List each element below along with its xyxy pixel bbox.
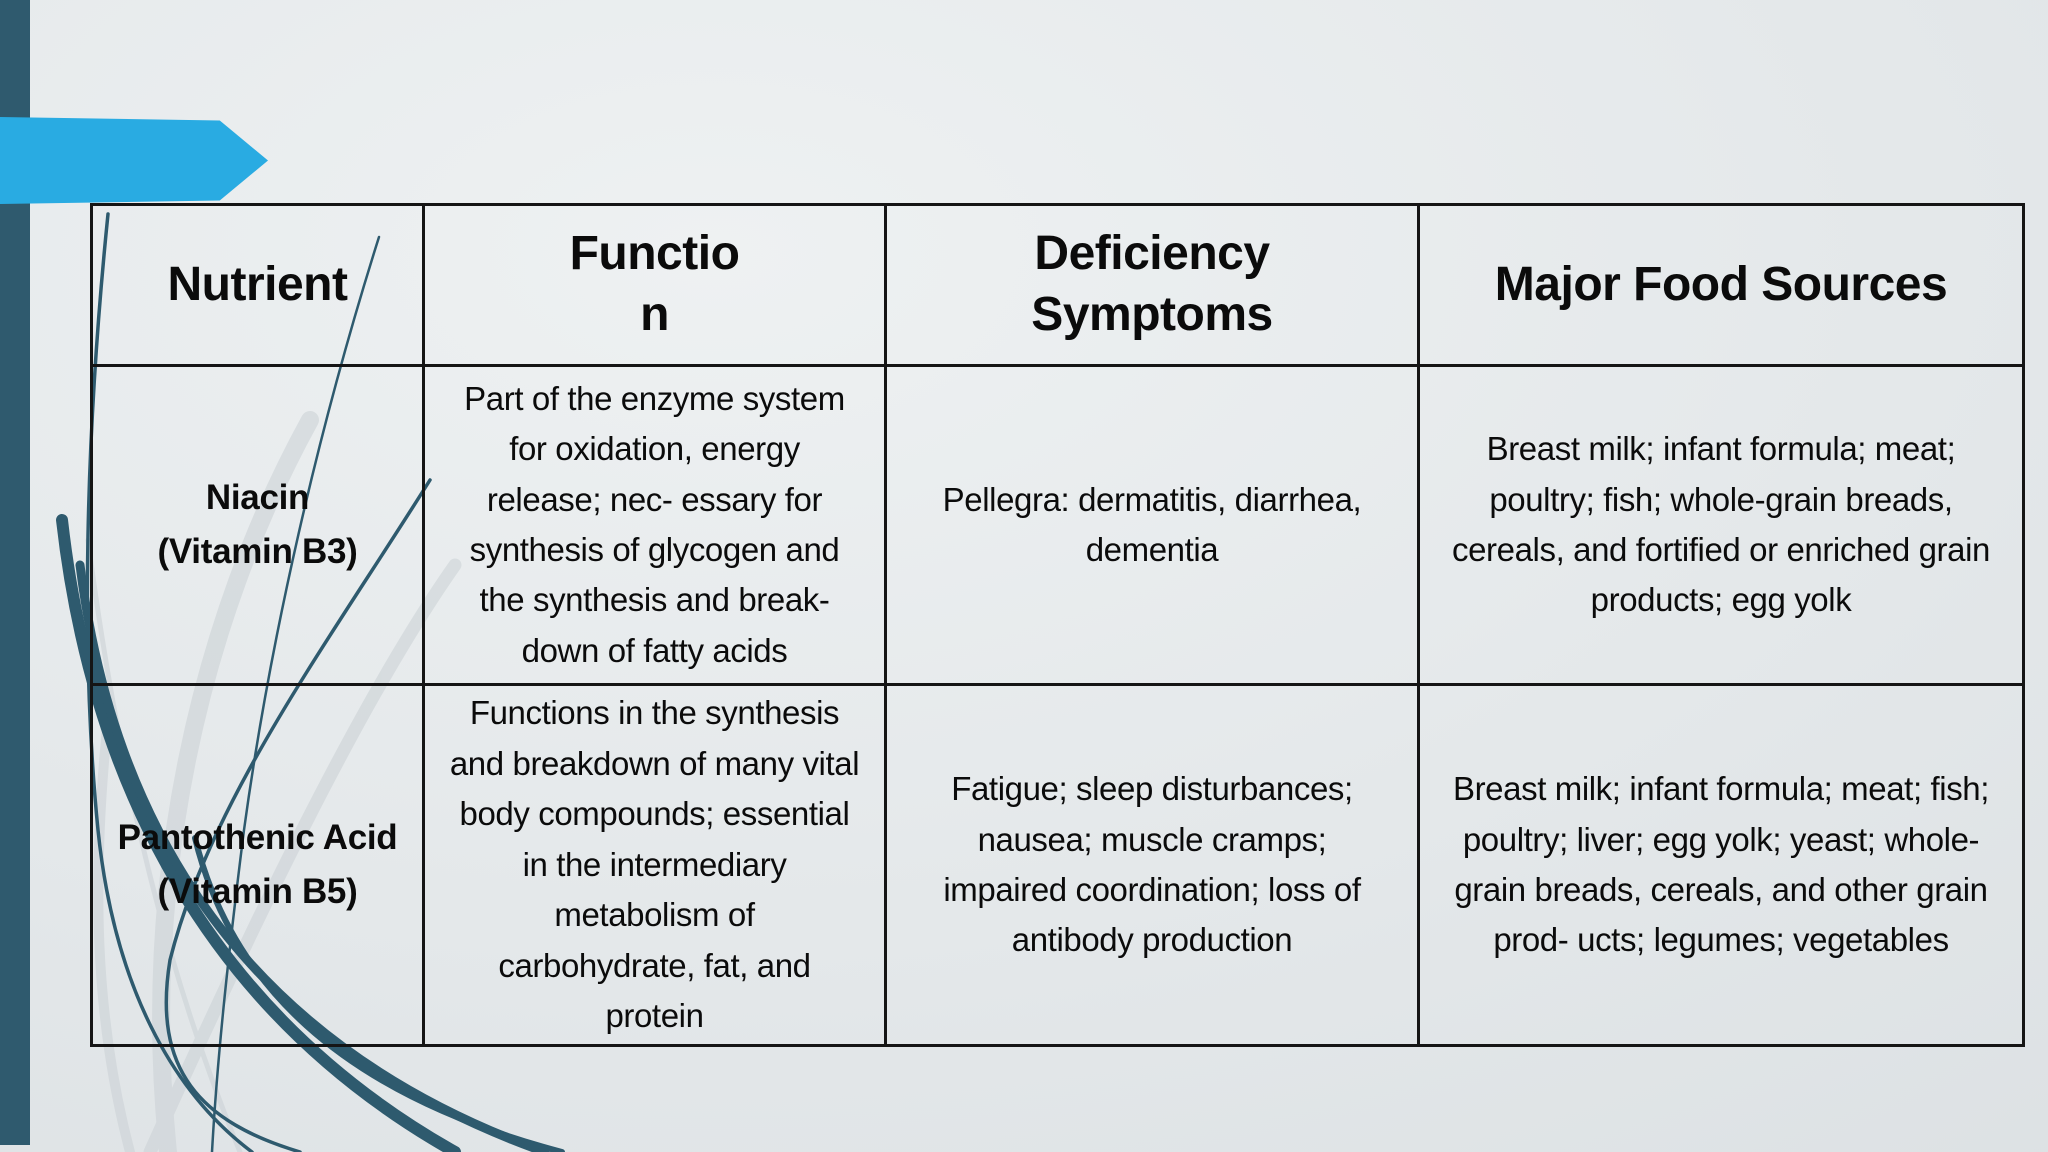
accent-arrow-shape: [0, 117, 268, 204]
swoosh-dark-curve: [164, 478, 432, 1152]
header-cell-nutrient: Nutrient: [93, 206, 425, 367]
cell-niacin-deficiency: Pellegra: dermatitis, diarrhea, dementia: [887, 367, 1420, 686]
header-cell-function: Functio n: [425, 206, 887, 367]
cell-pantothenic-deficiency: Fatigue; sleep disturbances; nausea; mus…: [887, 686, 1420, 1044]
swoosh-dark-curve: [192, 835, 565, 1152]
cell-pantothenic-function: Functions in the synthesis and breakdown…: [425, 686, 887, 1044]
swoosh-dark-curve: [75, 560, 550, 1152]
cell-niacin-food-sources: Breast milk; infant formula; meat; poult…: [1420, 367, 2022, 686]
header-cell-major-food-sources: Major Food Sources: [1420, 206, 2022, 367]
nutrient-table: Nutrient Functio n Deficiency Symptoms M…: [90, 203, 2025, 1047]
header-cell-deficiency-symptoms: Deficiency Symptoms: [887, 206, 1420, 367]
swoosh-light-curve: [85, 537, 243, 1152]
cell-niacin-function: Part of the enzyme system for oxidation,…: [425, 367, 887, 686]
swoosh-light-curve: [143, 558, 462, 1152]
swoosh-light-curve: [93, 695, 135, 1152]
swoosh-dark-curve: [56, 514, 461, 1152]
swoosh-light-curve: [152, 411, 319, 1152]
swoosh-dark-curve: [85, 212, 254, 1152]
swoosh-light-group: [85, 411, 462, 1152]
swoosh-dark-group: [56, 212, 565, 1152]
cell-niacin-nutrient: Niacin (Vitamin B3): [93, 367, 425, 686]
cell-pantothenic-nutrient: Pantothenic Acid (Vitamin B5): [93, 686, 425, 1044]
cell-pantothenic-food-sources: Breast milk; infant formula; meat; fish;…: [1452, 770, 1990, 959]
